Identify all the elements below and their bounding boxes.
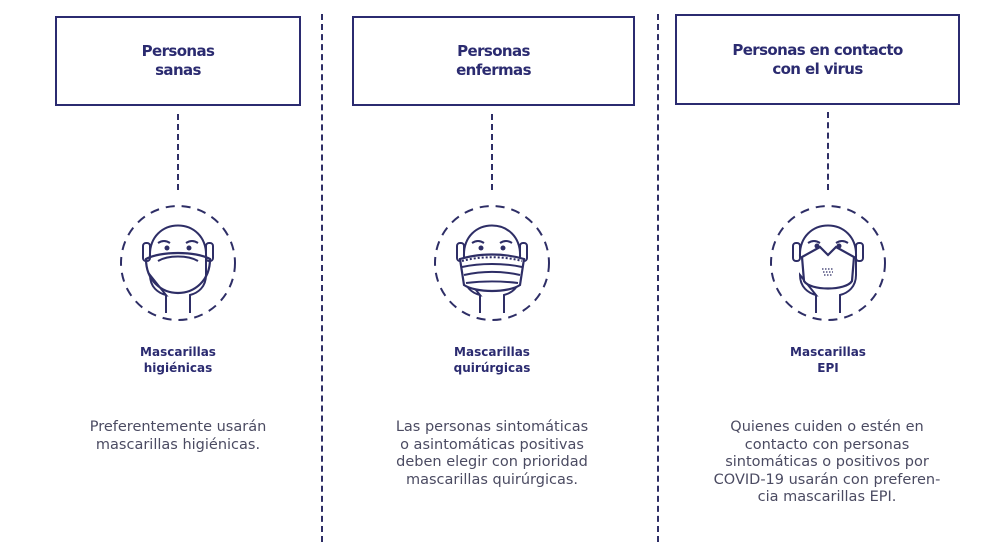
header-title: enfermas	[456, 61, 531, 79]
header-title: sanas	[155, 61, 201, 79]
face-surgical-mask-icon	[434, 205, 550, 321]
connector-line	[827, 112, 829, 190]
connector-line	[177, 114, 179, 190]
face-hygienic-mask-icon	[120, 205, 236, 321]
header-title: con el virus	[772, 59, 863, 78]
column-divider	[321, 14, 323, 542]
header-title: Personas	[457, 42, 530, 60]
face-epi-mask-icon	[770, 205, 886, 321]
header-title: Personas	[141, 42, 215, 60]
connector-line	[491, 114, 493, 190]
header-title: Personas en contacto	[732, 40, 903, 59]
column-divider	[657, 14, 659, 542]
